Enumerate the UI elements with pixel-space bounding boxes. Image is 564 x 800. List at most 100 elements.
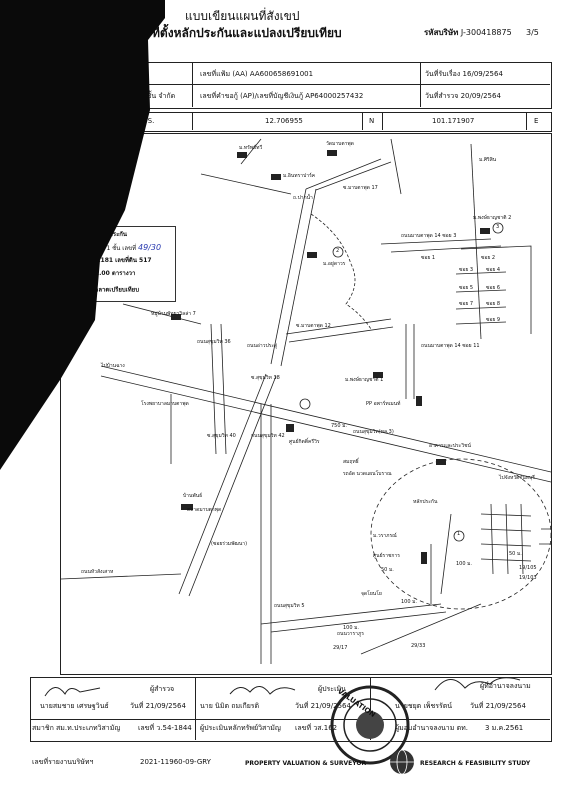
map-label: ถนนสุขุมวิท 5 [274, 603, 305, 609]
map-label: ซอย 5 [459, 285, 474, 291]
appraiser-sub: ผู้ประเมินหลักทรัพย์วิสามัญ [200, 724, 281, 732]
account-field: เลขที่คำขอกู้ (AP)/เลขที่บัญชีเงินกู้ AP… [200, 92, 364, 100]
legend-line2: โฉนดเลขที่ 81181 เลขที่ดิน 517 [61, 257, 152, 264]
map-label: ซอย 6 [486, 285, 501, 291]
map-label: ซ.สุขุมวิท 38 [251, 375, 280, 381]
map-label: ตลาดมาบตาพุด [187, 507, 222, 513]
gps-box [60, 112, 552, 132]
right-tagline: RESEARCH & FEASIBILITY STUDY [420, 760, 531, 767]
map-label: 2 [336, 248, 340, 254]
map-label: หมู่บ้านพัทยาวิลล่า 7 [151, 311, 196, 317]
legend-line1: ทาวน์เฮ้าส์ 1 ชั้น เลขที่ 49/30 [77, 243, 162, 252]
appraiser-date: วันที่ 21/09/2564 [295, 702, 351, 710]
map-label: จุดโยนโย [361, 591, 382, 597]
map-label: ไปจังหวัดจันทบุรี [499, 475, 535, 481]
info-divider [60, 84, 550, 85]
ref-code: รหัสบริษัท J-300418875 [424, 28, 512, 37]
map-label: ถ.ปากน้ำ [293, 195, 313, 201]
map-label: ศูนย์กิตติ์ครีวิร [289, 439, 320, 445]
appraiser-no: เลขที่ วส.162 [295, 724, 338, 732]
sukhumvit-road-edge [100, 375, 551, 483]
director-date: วันที่ 21/09/2564 [470, 702, 526, 710]
map-label: ซ.มาบตาพุด 12 [296, 323, 331, 329]
member-label: สมาชิก สม.ท.ประเภทวิสามัญ [32, 724, 121, 732]
map-label: ม.พงษ์ธาญชาติ 2 [473, 215, 512, 221]
gps-label: GPS. [138, 117, 155, 125]
director-sub: ผู้มอบอำนาจลงนาม ตท. [395, 724, 468, 732]
gps-lat-dir: N [369, 117, 375, 125]
map-label: (ซอยร่วมพัฒนา) [211, 541, 248, 547]
map-label: บ้านพันธ์ [183, 493, 203, 499]
map-label: 50 ม. [381, 567, 394, 573]
member-no: เลขที่ ว.54-1844 [138, 724, 192, 732]
map-label: 19/105 [519, 565, 537, 571]
map-label: วัดมาบตาพุด [326, 141, 354, 147]
map-label: อาคารเเละประวิชน์ [429, 443, 471, 449]
sukhumvit-road-edge [100, 365, 551, 473]
map-label: ซอย 9 [486, 317, 501, 323]
sig-col-divider [370, 677, 371, 740]
map-label: ม.วราภรณ์ [373, 533, 397, 539]
surveyor-signature-icon [44, 687, 101, 697]
report-label: เลขที่รายงานบริษัทฯ [32, 758, 94, 766]
page-number: 3/5 [526, 28, 539, 37]
legend-line3: เนื้อที่ดิน 21.00 ตารางวา [67, 270, 136, 277]
map-label: 100 ม. [456, 561, 473, 567]
director-signature-icon [434, 677, 521, 691]
gps-lat: 12.706955 [265, 117, 303, 125]
gps-lon: 101.171907 [432, 117, 475, 125]
gps-lon-dir: E [534, 117, 539, 125]
map-label: ซอย 8 [486, 301, 501, 307]
map-label: หลักประกัน [413, 499, 438, 505]
info-col-divider [420, 62, 421, 107]
doc-title-line1: แบบเขียนแผนที่สังเขป [185, 9, 300, 23]
map-label: ซอย 1 [421, 255, 436, 261]
map-label: ถนนสุขุมวิท 42 [251, 433, 285, 439]
map-label: 100 ม. [401, 599, 418, 605]
map-label: ซอย 2 [481, 255, 496, 261]
request-date-field: วันที่รับเรื่อง 16/09/2564 [425, 70, 503, 78]
map-label: 19/103 [519, 575, 537, 581]
map-legend: ที่ตั้งหลักประกัน ทาวน์เฮ้าส์ 1 ชั้น เลข… [46, 226, 176, 302]
map-label: ถนนอ่าวประดู่ [247, 343, 278, 349]
map-label: ซ.สุขุมวิท 40 [207, 433, 236, 439]
branch-field: เอชั้น จำกัด [140, 92, 176, 100]
map-label: ซ.มาบตาพุด 17 [343, 185, 378, 191]
map-label: ซอย 3 [459, 267, 474, 273]
map-label: โรงพยาบาลมาบตาพุด [141, 401, 189, 407]
map-label: ซอย 7 [459, 301, 474, 307]
map-label: รถอัด นวดแผนโบราณ [343, 471, 392, 477]
legend-circle-icon [67, 285, 77, 295]
map-label: 29/33 [411, 643, 426, 649]
gps-divider [526, 112, 527, 130]
map-label: 29/17 [333, 645, 348, 651]
left-tagline: PROPERTY VALUATION & SURVEYOR [245, 760, 367, 767]
director-sub-date: 3 ม.ค.2561 [485, 724, 524, 732]
sig-divider [30, 719, 550, 720]
map-label: ม.ศิริสิน [479, 157, 497, 163]
location-map: ม.ทรัพย์ทวี วัดมาบตาพุด ม.อินทราปาร์ค ถ.… [60, 133, 552, 675]
file-no-field: เลขที่แฟ้ม (AA) AA600658691001 [200, 70, 314, 78]
legend-line4: ข้อมูลตลาดเปรียบเทียบ [67, 285, 139, 295]
map-label: ม.พงษ์ธาญชาติ 1 [345, 377, 384, 383]
report-no: 2021-11960-09-GRY [140, 758, 211, 766]
survey-date-field: วันที่สำรวจ 20/09/2564 [425, 92, 501, 100]
surveyor-name: นายสมชาย เศรษฐวินธ์ [40, 702, 109, 710]
map-label: 100 ม. [343, 625, 360, 631]
surveyor-role: ผู้สำรวจ [150, 685, 175, 693]
map-label: 50 ม. [509, 551, 522, 557]
surveyor-date: วันที่ 21/09/2564 [130, 702, 186, 710]
map-label: ศูนย์ราชการ [373, 553, 400, 559]
map-label: ถนนมาบตาพุด 14 ซอย 11 [421, 343, 480, 349]
map-label: สมฤทธิ์ [343, 459, 359, 465]
globe-icon [390, 749, 414, 775]
map-label: ซอย 4 [486, 267, 501, 273]
legend-heading: ที่ตั้งหลักประกัน [87, 231, 128, 238]
appraiser-role: ผู้ประเมิน [318, 685, 346, 693]
map-label: ไปบ้านฉาง [101, 363, 125, 369]
appraiser-name: นาย นิมิต ถมเกียรติ [200, 702, 260, 710]
map-label: ถนนหัวสังเสาห [81, 569, 114, 575]
signature-box [30, 677, 552, 742]
appraiser-signature-icon [229, 686, 296, 695]
